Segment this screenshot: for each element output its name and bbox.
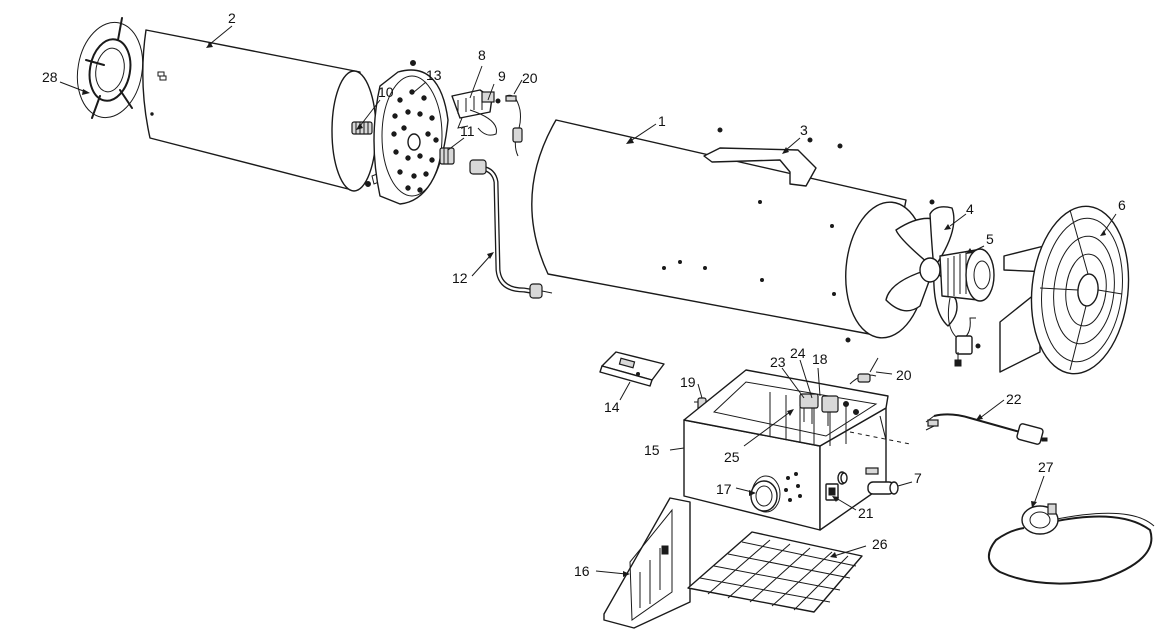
callout-26: 26 xyxy=(872,536,888,552)
filter-grille-part xyxy=(687,531,863,613)
power-switch-part xyxy=(825,483,839,501)
callout-19: 19 xyxy=(680,374,696,390)
rear-guard-part xyxy=(76,17,144,119)
callout-7: 7 xyxy=(914,470,922,486)
callout-28: 28 xyxy=(42,69,58,85)
orifice-fitting-part xyxy=(439,147,455,165)
burner-plate-part xyxy=(373,60,449,205)
motor-part xyxy=(939,248,995,367)
callout-15: 15 xyxy=(644,442,660,458)
power-cord-part xyxy=(925,413,1048,445)
callout-24: 24 xyxy=(790,345,806,361)
callout-18: 18 xyxy=(812,351,828,367)
callout-23: 23 xyxy=(770,354,786,370)
control-knob-part xyxy=(750,472,802,512)
callout-10: 10 xyxy=(378,84,394,100)
callout-17: 17 xyxy=(716,481,732,497)
front-guard-part xyxy=(999,205,1130,375)
callout-22: 22 xyxy=(1006,391,1022,407)
base-housing-part xyxy=(683,369,911,531)
electrode-wire-upper-part xyxy=(505,94,523,157)
callout-20-lower: 20 xyxy=(896,367,912,383)
gas-tube-part xyxy=(469,159,553,299)
callout-6: 6 xyxy=(1118,197,1126,213)
callout-16: 16 xyxy=(574,563,590,579)
callout-14: 14 xyxy=(604,399,620,415)
igniter-bracket-part xyxy=(451,89,501,136)
callout-1: 1 xyxy=(658,113,666,129)
rear-housing-part xyxy=(142,29,380,192)
callout-8: 8 xyxy=(478,47,486,63)
callout-20-upper: 20 xyxy=(522,70,538,86)
electrode-wire-lower-part xyxy=(849,357,879,385)
callout-2: 2 xyxy=(228,10,236,26)
fuse-holder-part xyxy=(840,472,899,495)
callout-3: 3 xyxy=(800,122,808,138)
callout-4: 4 xyxy=(966,201,974,217)
callout-25: 25 xyxy=(724,449,740,465)
callout-5: 5 xyxy=(986,231,994,247)
control-board-part xyxy=(599,351,665,387)
fan-blade-part xyxy=(885,199,958,327)
handle-part xyxy=(703,147,817,187)
callout-21: 21 xyxy=(858,505,874,521)
callout-13: 13 xyxy=(426,67,442,83)
callout-11: 11 xyxy=(460,123,475,139)
stand-foot-part xyxy=(603,497,691,629)
callout-9: 9 xyxy=(498,68,506,84)
gas-valve-assembly-part xyxy=(799,393,859,426)
callout-12: 12 xyxy=(452,270,468,286)
callout-leaders xyxy=(59,25,1117,577)
callout-27: 27 xyxy=(1038,459,1054,475)
regulator-hose-part xyxy=(988,503,1155,585)
callout-labels: 1 2 3 4 5 6 7 8 9 10 11 12 13 14 15 16 1… xyxy=(42,10,1126,579)
